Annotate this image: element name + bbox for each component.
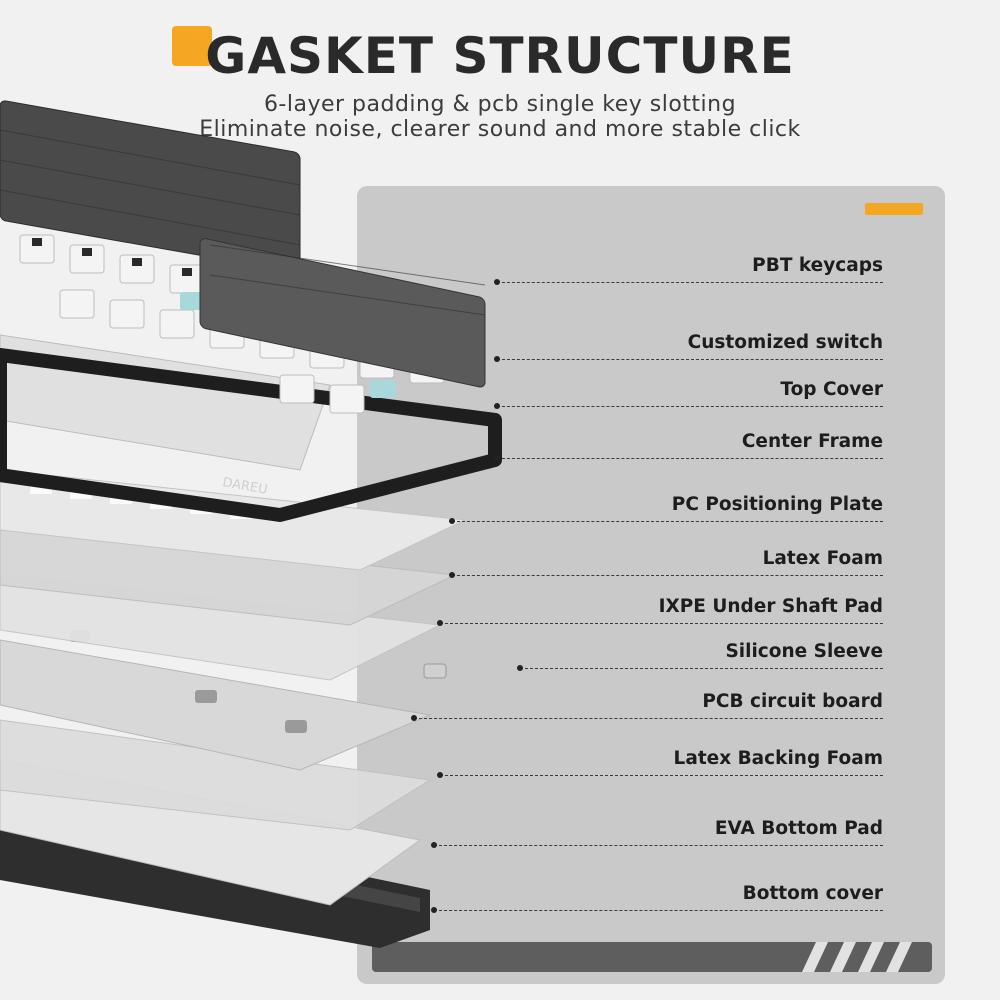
leader-dot [411, 715, 417, 721]
layer-label: PCB circuit board [702, 691, 883, 712]
title-accent-mark [172, 26, 212, 66]
layer-label: Latex Foam [762, 548, 883, 569]
leader-dot [437, 620, 443, 626]
layer-label: Latex Backing Foam [673, 748, 883, 769]
footer-stripes [802, 942, 912, 972]
leader-line [440, 775, 883, 776]
layer-label: Bottom cover [742, 883, 883, 904]
center-frame-shape [0, 348, 502, 522]
leader-dot [494, 403, 500, 409]
panel-footer-bar [372, 942, 932, 972]
pcb-shape [0, 639, 432, 771]
layer-label: PBT keycaps [752, 255, 883, 276]
leader-line [440, 623, 883, 624]
leader-line [497, 458, 883, 459]
leader-line [452, 521, 883, 522]
layer-label: Customized switch [687, 332, 883, 353]
layer-label: PC Positioning Plate [671, 494, 883, 515]
page-title: GASKET STRUCTURE [205, 27, 795, 85]
layer-label: Top Cover [780, 379, 883, 400]
leader-line [520, 668, 883, 669]
leader-line [497, 359, 883, 360]
leader-dot [494, 279, 500, 285]
leader-dot [431, 907, 437, 913]
layer-label: IXPE Under Shaft Pad [658, 596, 883, 617]
silicone-sleeve-shape [423, 663, 447, 679]
leader-line [414, 718, 883, 719]
leader-line [434, 845, 883, 846]
subtitle-line-1: 6-layer padding & pcb single key slottin… [263, 92, 737, 117]
layer-label: EVA Bottom Pad [714, 818, 883, 839]
leader-dot [494, 455, 500, 461]
leader-dot [517, 665, 523, 671]
leader-dot [431, 842, 437, 848]
title-block: GASKET STRUCTURE [0, 26, 1000, 86]
layer-label: Center Frame [741, 431, 883, 452]
leader-dot [437, 772, 443, 778]
leader-dot [449, 518, 455, 524]
panel-accent-tag [865, 203, 923, 215]
leader-dot [494, 356, 500, 362]
subtitle-line-2: Eliminate noise, clearer sound and more … [199, 117, 801, 142]
leader-line [497, 282, 883, 283]
leader-line [434, 910, 883, 911]
leader-dot [449, 572, 455, 578]
leader-line [452, 575, 883, 576]
leader-line [497, 406, 883, 407]
layer-label: Silicone Sleeve [725, 641, 883, 662]
